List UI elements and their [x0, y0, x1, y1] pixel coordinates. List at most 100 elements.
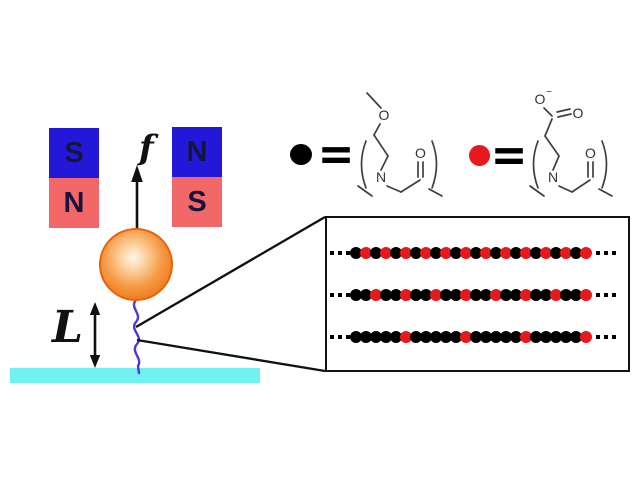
black-monomer: [409, 288, 422, 301]
black-monomer: [359, 288, 372, 301]
red-monomer: [549, 288, 562, 301]
pole-label: S: [64, 136, 84, 169]
red-monomer: [459, 330, 472, 343]
red-monomer: [489, 288, 502, 301]
black-monomer: [549, 246, 562, 259]
tether-length-label: L: [52, 302, 83, 353]
equals-sign: =: [317, 127, 355, 182]
black-monomer-structure: O N O: [357, 92, 443, 197]
pole-label: N: [186, 135, 208, 168]
black-monomer: [449, 246, 462, 259]
ellipsis-square: [337, 250, 342, 255]
black-monomer: [389, 246, 402, 259]
ellipsis-square: [329, 292, 334, 297]
red-monomer: [559, 246, 572, 259]
red-monomer: [439, 246, 452, 259]
black-monomer: [419, 288, 432, 301]
black-monomer: [489, 246, 502, 259]
black-monomer: [429, 246, 442, 259]
black-monomer: [379, 330, 392, 343]
red-monomer-structure: O − O N O: [529, 87, 613, 197]
black-monomer: [439, 330, 452, 343]
ellipsis-square: [611, 292, 616, 297]
ellipsis-square: [595, 250, 600, 255]
red-monomer: [399, 288, 412, 301]
red-monomer: [379, 246, 392, 259]
atom-label: N: [376, 169, 386, 185]
right-magnet: N S: [172, 127, 222, 227]
force-label: f: [139, 128, 154, 168]
pole-label: N: [63, 186, 85, 219]
black-monomer: [349, 330, 362, 343]
black-monomer: [529, 288, 542, 301]
black-monomer: [469, 288, 482, 301]
black-monomer: [389, 330, 402, 343]
atom-label: O: [379, 107, 390, 123]
black-monomer: [439, 288, 452, 301]
red-monomer: [459, 288, 472, 301]
black-monomer: [499, 288, 512, 301]
ellipsis-square: [595, 292, 600, 297]
black-monomer: [539, 288, 552, 301]
charge-label: −: [546, 87, 552, 98]
black-monomer: [349, 246, 362, 259]
black-monomer: [539, 330, 552, 343]
right-magnet-north-pole: N: [172, 127, 222, 177]
magnetic-bead: [99, 228, 173, 301]
left-magnet: S N: [49, 128, 99, 228]
ellipsis-square: [603, 292, 608, 297]
open-parenthesis: [360, 140, 367, 189]
red-monomer: [359, 246, 372, 259]
ellipsis-square: [337, 334, 342, 339]
pole-label: S: [187, 185, 207, 218]
red-monomer: [539, 246, 552, 259]
black-monomer: [409, 330, 422, 343]
left-magnet-south-pole: S: [49, 128, 99, 178]
black-monomer: [529, 330, 542, 343]
black-monomer: [359, 330, 372, 343]
sequence-row-every-sixth: [327, 330, 628, 343]
black-monomer-dot: [290, 144, 312, 165]
red-monomer: [459, 246, 472, 259]
red-monomer: [499, 246, 512, 259]
black-monomer: [479, 330, 492, 343]
polymer-tether: [132, 298, 141, 375]
right-magnet-south-pole: S: [172, 177, 222, 227]
sequence-row-every-third: [327, 288, 628, 301]
black-monomer: [419, 330, 432, 343]
ellipsis-square: [345, 292, 350, 297]
red-monomer: [579, 330, 592, 343]
red-monomer: [519, 246, 532, 259]
ellipsis-square: [329, 250, 334, 255]
black-monomer: [569, 246, 582, 259]
black-monomer: [349, 288, 362, 301]
black-monomer: [479, 288, 492, 301]
black-monomer: [449, 330, 462, 343]
red-monomer-dot: [469, 145, 490, 166]
black-monomer: [509, 246, 522, 259]
black-monomer: [389, 288, 402, 301]
equals-sign: =: [490, 128, 528, 183]
black-monomer: [569, 330, 582, 343]
sequence-row-alternating: [327, 246, 628, 259]
black-monomer: [559, 330, 572, 343]
black-monomer: [379, 288, 392, 301]
atom-label: N: [548, 169, 558, 185]
ellipsis-square: [603, 250, 608, 255]
black-monomer: [489, 330, 502, 343]
black-monomer: [559, 288, 572, 301]
black-monomer: [549, 330, 562, 343]
red-monomer: [399, 330, 412, 343]
atom-label: O: [535, 91, 546, 107]
black-monomer: [509, 288, 522, 301]
black-monomer: [569, 288, 582, 301]
atom-label: O: [573, 105, 584, 121]
black-monomer: [509, 330, 522, 343]
red-monomer: [419, 246, 432, 259]
red-monomer: [429, 288, 442, 301]
black-monomer: [469, 330, 482, 343]
red-monomer: [579, 246, 592, 259]
ellipsis-square: [611, 250, 616, 255]
zoom-cone-lines: [135, 216, 326, 373]
